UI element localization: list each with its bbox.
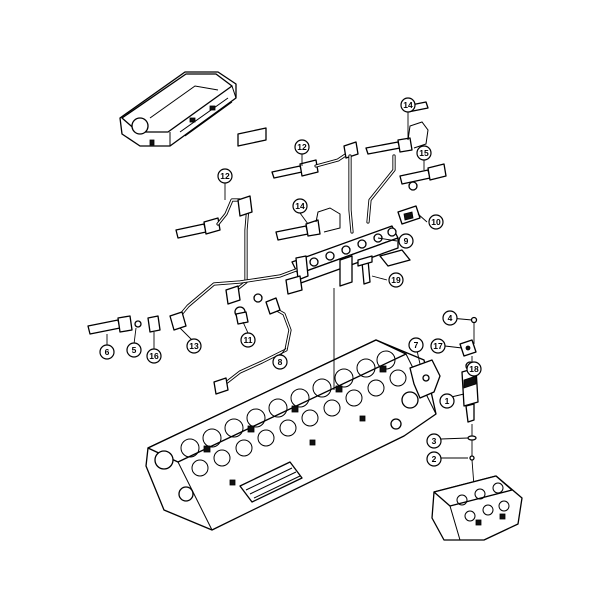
callout-10: 10: [428, 214, 444, 230]
svg-text:12: 12: [297, 142, 307, 152]
seal-16: [147, 315, 161, 333]
glow-plug-15: [399, 163, 447, 191]
glow-plug-left: [175, 217, 221, 239]
engine-cover: [119, 71, 237, 147]
svg-text:14: 14: [403, 100, 413, 110]
callout-14-top: 14: [400, 97, 416, 113]
glow-plug-upper: [271, 159, 319, 179]
callout-18: 18: [466, 361, 482, 377]
bracket-7: [409, 359, 441, 399]
svg-text:8: 8: [278, 357, 283, 367]
svg-text:3: 3: [432, 436, 437, 446]
callout-4: 4: [442, 310, 458, 326]
cylinder-head-detail: [431, 475, 523, 541]
svg-text:7: 7: [414, 340, 419, 350]
label-plate: [237, 127, 267, 147]
pressure-sensor: [397, 205, 421, 225]
rail-bolt: [357, 255, 373, 285]
callout-1: 1: [439, 393, 455, 409]
callout-12-left: 12: [217, 168, 233, 184]
svg-text:15: 15: [419, 148, 429, 158]
svg-text:1: 1: [445, 396, 450, 406]
banjo-fitting-11: [234, 306, 249, 325]
svg-text:6: 6: [105, 347, 110, 357]
callout-14-mid: 14: [292, 198, 308, 214]
callout-13: 13: [186, 338, 202, 354]
svg-text:16: 16: [149, 351, 159, 361]
bolt-4-head: [470, 316, 478, 324]
callout-9: 9: [398, 233, 414, 249]
svg-text:2: 2: [432, 454, 437, 464]
glow-plug-14-mid: [275, 207, 341, 241]
svg-text:4: 4: [448, 313, 453, 323]
callout-2: 2: [426, 451, 442, 467]
callout-3: 3: [426, 433, 442, 449]
glow-plug-14-top: [365, 101, 429, 155]
callout-5: 5: [126, 342, 142, 358]
svg-text:18: 18: [469, 364, 479, 374]
fuel-rail: [291, 225, 399, 287]
svg-text:9: 9: [404, 236, 409, 246]
rail-bracket: [379, 249, 411, 267]
callout-19: 19: [388, 272, 404, 288]
o-ring-3: [467, 435, 477, 441]
injector-6: [87, 315, 133, 335]
callout-6: 6: [99, 344, 115, 360]
callout-17: 17: [430, 338, 446, 354]
svg-text:12: 12: [220, 171, 230, 181]
washer-5: [134, 320, 142, 328]
svg-text:10: 10: [431, 217, 441, 227]
injector-1: [461, 367, 479, 423]
svg-text:5: 5: [132, 345, 137, 355]
callout-7: 7: [408, 337, 424, 353]
washer-2: [469, 455, 475, 461]
callout-11: 11: [240, 332, 256, 348]
svg-text:14: 14: [295, 201, 305, 211]
svg-text:17: 17: [433, 341, 443, 351]
callout-15: 15: [416, 145, 432, 161]
clamp-17: [459, 339, 477, 357]
svg-text:19: 19: [391, 275, 401, 285]
svg-text:13: 13: [189, 341, 199, 351]
svg-text:11: 11: [244, 335, 253, 345]
callout-16: 16: [146, 348, 162, 364]
callout-12-top: 12: [294, 139, 310, 155]
cylinder-head: [145, 339, 437, 531]
callout-8: 8: [272, 354, 288, 370]
